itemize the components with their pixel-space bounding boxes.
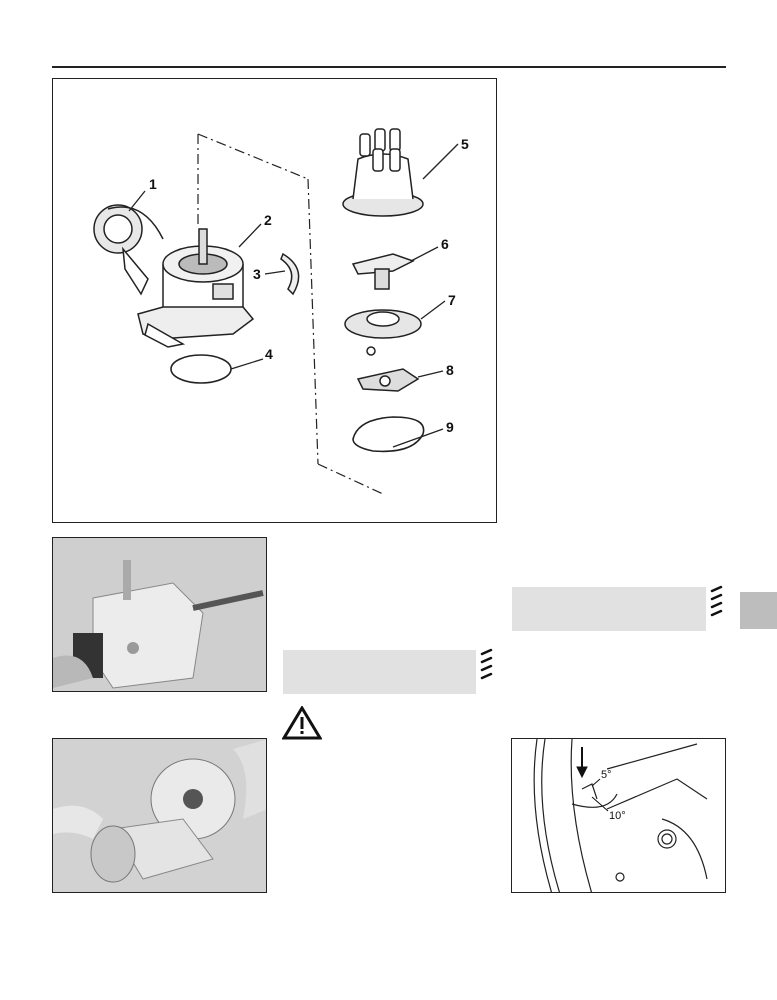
timing-mark-5: 5° xyxy=(601,769,612,781)
spanner-difficulty-icon xyxy=(479,648,495,697)
distributor-cap xyxy=(342,128,424,217)
callout-2: 2 xyxy=(264,212,272,228)
callout-6: 6 xyxy=(441,236,449,252)
callout-5: 5 xyxy=(461,136,469,152)
timing-mark-10: 10° xyxy=(609,810,626,822)
rotor-arm xyxy=(351,253,415,290)
circlip xyxy=(352,416,425,453)
shaded-box-right xyxy=(512,587,706,631)
vacuum-unit xyxy=(93,204,164,296)
chapter-tab xyxy=(740,592,777,629)
callout-1: 1 xyxy=(149,176,157,192)
distributor-photo-2 xyxy=(52,738,267,893)
assembly-lines xyxy=(197,133,384,495)
dust-shield xyxy=(344,309,422,339)
o-ring xyxy=(170,354,232,384)
header-rule xyxy=(52,66,726,68)
leader-lines xyxy=(128,143,459,448)
shaded-box-left xyxy=(283,650,476,694)
callout-3: 3 xyxy=(253,266,261,282)
trigger-wheel xyxy=(356,346,420,392)
spanner-difficulty-icon-right xyxy=(709,585,725,634)
callout-4: 4 xyxy=(265,346,273,362)
callout-9: 9 xyxy=(446,419,454,435)
distributor-photo-1 xyxy=(52,537,267,692)
callout-8: 8 xyxy=(446,362,454,378)
clip xyxy=(280,252,300,296)
distributor-body xyxy=(137,228,255,348)
callout-7: 7 xyxy=(448,292,456,308)
timing-marks-diagram: 5° 10° xyxy=(511,738,726,893)
exploded-distributor-diagram: 1 2 3 4 5 6 7 8 9 xyxy=(52,78,497,523)
exploded-diagram-svg: 1 2 3 4 5 6 7 8 9 xyxy=(93,128,469,495)
warning-triangle-icon xyxy=(281,705,323,745)
